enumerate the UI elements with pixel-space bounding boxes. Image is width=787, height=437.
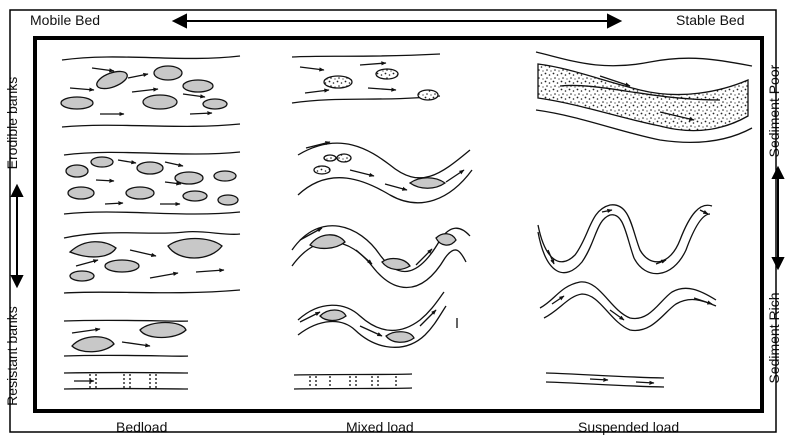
top-double-arrow: [174, 15, 620, 27]
suspended-channel-1: [536, 52, 752, 142]
bedload-channel-3: [64, 232, 240, 293]
right-double-arrow: [773, 168, 783, 268]
mixed-channel-1: [292, 54, 440, 103]
bedload-channel-1: [61, 56, 240, 127]
mixed-channel-3: [292, 226, 470, 288]
bedload-channel-5: [64, 373, 188, 389]
suspended-channel-4: [546, 373, 664, 387]
bedload-channel-4: [64, 320, 188, 356]
mixed-channel-4: [298, 292, 457, 347]
mixed-channel-2: [298, 142, 472, 203]
suspended-channel-2: [538, 205, 712, 274]
left-double-arrow: [12, 186, 22, 286]
bedload-channel-2: [64, 152, 240, 214]
mixed-channel-5: [294, 374, 412, 389]
suspended-channel-3: [540, 282, 716, 331]
